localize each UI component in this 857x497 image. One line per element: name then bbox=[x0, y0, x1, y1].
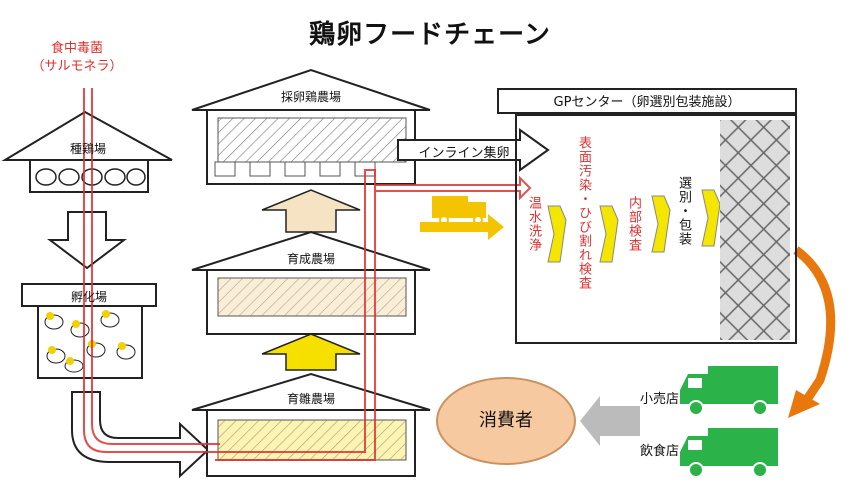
gp-step-4: 選別・包装 bbox=[676, 176, 691, 246]
egg-icons bbox=[35, 168, 146, 186]
delivery-truck-icon bbox=[680, 428, 778, 478]
inline-collection-label: インライン集卵 bbox=[418, 146, 510, 161]
left-arrow-icon bbox=[580, 396, 640, 446]
egg-transport-truck-icon bbox=[432, 196, 486, 225]
consumer: 消費者 bbox=[436, 377, 576, 465]
up-arrow-icon bbox=[261, 333, 361, 371]
cages bbox=[214, 117, 407, 177]
layer-farm-label: 採卵鶏農場 bbox=[280, 90, 341, 104]
gp-step-2: 表面汚染・ひび割れ検査 bbox=[576, 136, 591, 290]
pathogen-label: 食中毒菌 （サルモネラ） bbox=[22, 40, 132, 76]
delivery-truck-icon bbox=[680, 366, 778, 416]
breeder-farm-label: 種鶏場 bbox=[69, 142, 106, 156]
right-arrow-icon bbox=[420, 214, 504, 240]
layer-farm bbox=[191, 68, 431, 185]
hatchery-label: 孵化場 bbox=[70, 290, 107, 304]
distribution-arrow bbox=[793, 246, 836, 401]
up-arrow-icon bbox=[261, 189, 361, 233]
restaurant-label: 飲食店 bbox=[640, 444, 680, 459]
grower-farm bbox=[191, 230, 431, 335]
distribution-arrowhead-icon bbox=[788, 390, 820, 418]
down-arrow-icon bbox=[47, 211, 127, 270]
pathogen-species: （サルモネラ） bbox=[31, 59, 123, 74]
gp-step-1: 温水洗浄 bbox=[526, 196, 541, 252]
egg-tray-stack bbox=[720, 120, 790, 340]
grower-farm-label: 育成農場 bbox=[286, 252, 335, 266]
retail-label: 小売店 bbox=[640, 392, 680, 407]
brooder-farm-label: 育雛農場 bbox=[286, 392, 335, 406]
diagram-title: 鶏卵フードチェーン bbox=[309, 20, 551, 50]
gp-center-title: GPセンター（卵選別包装施設） bbox=[497, 88, 797, 114]
pathogen-name: 食中毒菌 bbox=[50, 41, 103, 56]
hatchery-to-brooder-arrow bbox=[71, 391, 210, 479]
hatchery bbox=[21, 283, 157, 379]
gp-step-3: 内部検査 bbox=[626, 196, 641, 252]
gp-process-arrows bbox=[547, 189, 721, 263]
gp-center bbox=[515, 114, 797, 344]
inline-collection-arrow bbox=[397, 128, 550, 172]
pathogen-path bbox=[83, 88, 532, 461]
